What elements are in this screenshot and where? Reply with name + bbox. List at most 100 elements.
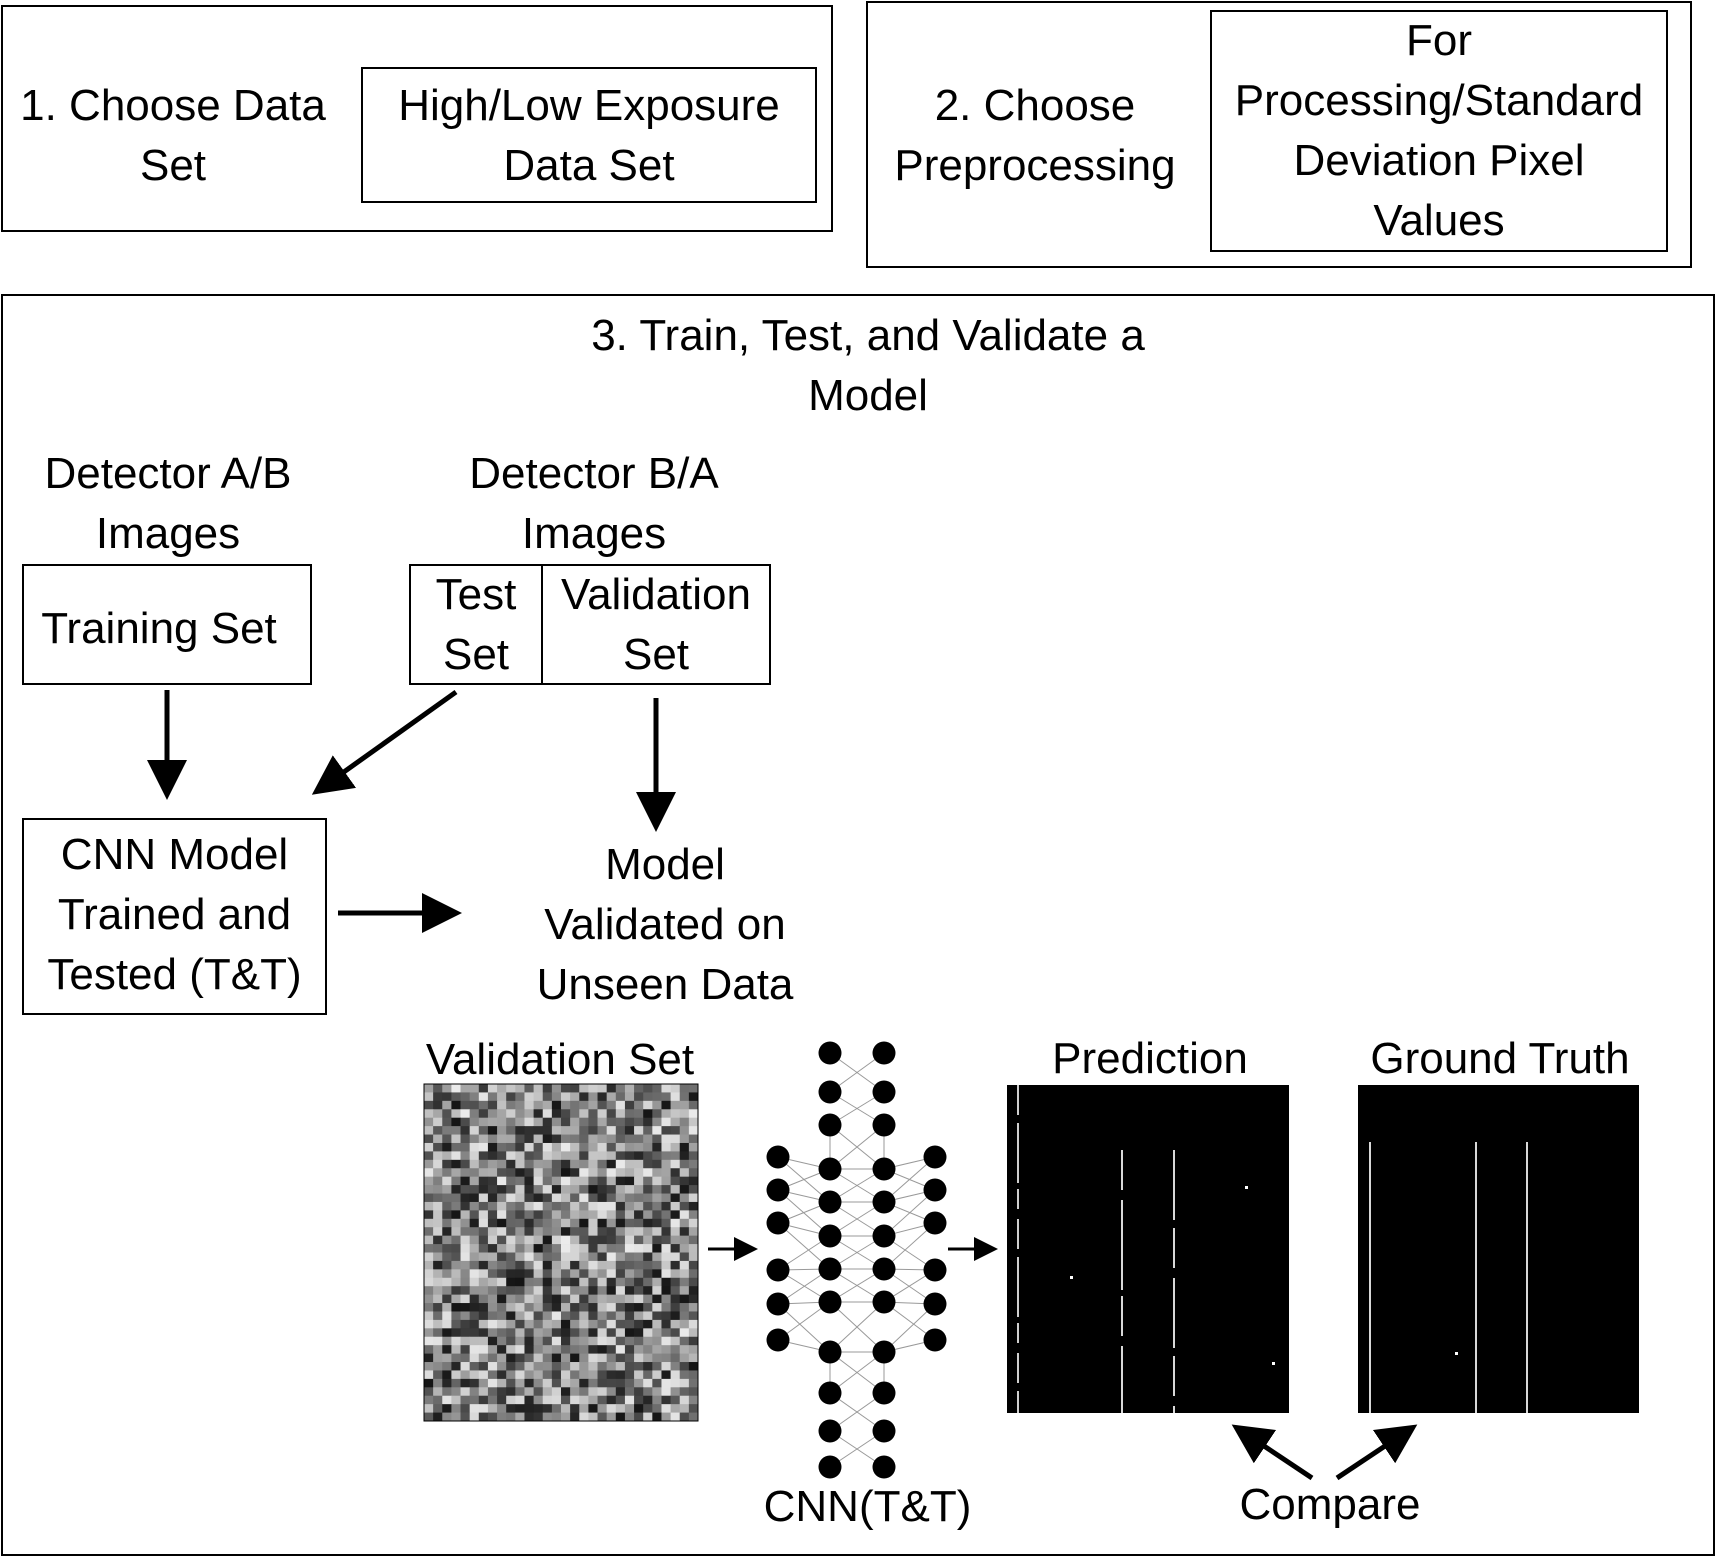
network-connection	[777, 1303, 831, 1353]
arrow-compare-to-ground-truth	[1335, 1424, 1418, 1481]
model-validated-line3: Unseen Data	[536, 960, 794, 1009]
network-node	[818, 1340, 842, 1364]
step1-option-box	[361, 67, 817, 203]
step2-label: 2. Choose Preprocessing	[880, 76, 1190, 196]
prediction-label: Prediction	[1052, 1034, 1248, 1083]
cnn-model-box	[22, 818, 327, 1015]
validation-set-line1: Validation	[561, 570, 751, 619]
model-validated-line1: Model	[605, 840, 725, 889]
network-node	[766, 1258, 790, 1282]
validation-noise-image	[423, 1083, 699, 1422]
step2-panel	[866, 1, 1692, 268]
network-node	[818, 1224, 842, 1248]
network-node	[872, 1190, 896, 1214]
step3-title: 3. Train, Test, and Validate a Model	[468, 306, 1268, 426]
cnn-label: CNN(T&T)	[763, 1482, 972, 1531]
step1-label-line1: 1. Choose Data	[20, 81, 326, 130]
test-set-label: Test Set	[411, 565, 541, 685]
step2-label-line1: 2. Choose	[934, 81, 1136, 130]
cnn-network-diagram	[766, 1041, 947, 1479]
step2-option-line2: Processing/Standard	[1234, 76, 1644, 125]
network-node	[872, 1041, 896, 1065]
step2-option-line3: Deviation Pixel	[1293, 136, 1585, 185]
network-node	[766, 1211, 790, 1235]
network-node	[923, 1211, 947, 1235]
step1-label-line2: Set	[139, 141, 207, 190]
validation-set-line2: Set	[622, 630, 690, 679]
network-node	[818, 1157, 842, 1181]
network-node	[818, 1455, 842, 1479]
detector-ba-label: Detector B/A Images	[444, 444, 744, 564]
network-node	[872, 1290, 896, 1314]
arrow-compare-to-prediction	[1231, 1424, 1314, 1481]
model-validated-line2: Validated on	[544, 900, 786, 949]
training-set-label: Training Set	[41, 604, 277, 653]
network-node	[872, 1419, 896, 1443]
network-node	[872, 1080, 896, 1104]
network-node	[923, 1292, 947, 1316]
network-node	[872, 1257, 896, 1281]
ground-truth-image	[1358, 1085, 1639, 1413]
step2-option-line1: For	[1406, 16, 1472, 65]
network-connection	[829, 1301, 885, 1353]
network-node	[818, 1190, 842, 1214]
network-node	[923, 1258, 947, 1282]
detector-ab-line1: Detector A/B	[44, 449, 292, 498]
network-node	[766, 1178, 790, 1202]
validation-set-box	[541, 564, 771, 685]
cnn-model-line2: Trained and	[57, 890, 292, 939]
network-node	[818, 1080, 842, 1104]
network-node	[923, 1145, 947, 1169]
network-node	[872, 1224, 896, 1248]
ground-truth-label: Ground Truth	[1370, 1034, 1630, 1083]
network-node	[818, 1381, 842, 1405]
network-node	[923, 1178, 947, 1202]
network-node	[766, 1145, 790, 1169]
network-node	[872, 1340, 896, 1364]
compare-label: Compare	[1239, 1480, 1421, 1529]
detector-ab-label: Detector A/B Images	[18, 444, 318, 564]
validation-image-label: Validation Set	[425, 1035, 695, 1084]
step2-option-box	[1210, 10, 1668, 252]
prediction-image	[1007, 1085, 1289, 1413]
validation-set-label: Validation Set	[543, 565, 769, 685]
step3-title-line1: 3. Train, Test, and Validate a	[591, 311, 1145, 360]
network-node	[818, 1041, 842, 1065]
network-node	[872, 1157, 896, 1181]
training-set-box	[22, 564, 312, 685]
step3-panel	[1, 294, 1715, 1556]
network-node	[766, 1328, 790, 1352]
cnn-model-line1: CNN Model	[60, 830, 289, 879]
step1-panel	[1, 5, 833, 232]
network-node	[818, 1113, 842, 1137]
network-node	[818, 1419, 842, 1443]
arrow-test-to-cnn	[311, 689, 458, 795]
step1-label: 1. Choose Data Set	[8, 76, 338, 196]
step2-option-text: For Processing/Standard Deviation Pixel …	[1212, 11, 1666, 251]
detector-ba-line2: Images	[521, 509, 667, 558]
step2-option-line4: Values	[1373, 196, 1505, 245]
step1-option-line2: Data Set	[503, 141, 675, 190]
network-connection	[777, 1222, 831, 1270]
network-node	[818, 1257, 842, 1281]
network-node	[872, 1113, 896, 1137]
step1-option-line1: High/Low Exposure	[398, 81, 780, 130]
step3-title-line2: Model	[808, 371, 928, 420]
test-set-line2: Set	[442, 630, 510, 679]
cnn-model-label: CNN Model Trained and Tested (T&T)	[24, 825, 325, 1005]
detector-ab-line2: Images	[95, 509, 241, 558]
network-connection	[829, 1124, 885, 1170]
network-node	[923, 1328, 947, 1352]
cnn-model-line3: Tested (T&T)	[47, 950, 302, 999]
network-node	[818, 1290, 842, 1314]
network-node	[766, 1292, 790, 1316]
network-node	[872, 1381, 896, 1405]
test-set-line1: Test	[435, 570, 517, 619]
detector-ba-line1: Detector B/A	[469, 449, 719, 498]
network-connection	[883, 1303, 936, 1353]
network-node	[872, 1455, 896, 1479]
model-validated-label: Model Validated on Unseen Data	[500, 835, 830, 1015]
step1-option-text: High/Low Exposure Data Set	[363, 76, 815, 196]
step2-label-line2: Preprocessing	[894, 141, 1176, 190]
